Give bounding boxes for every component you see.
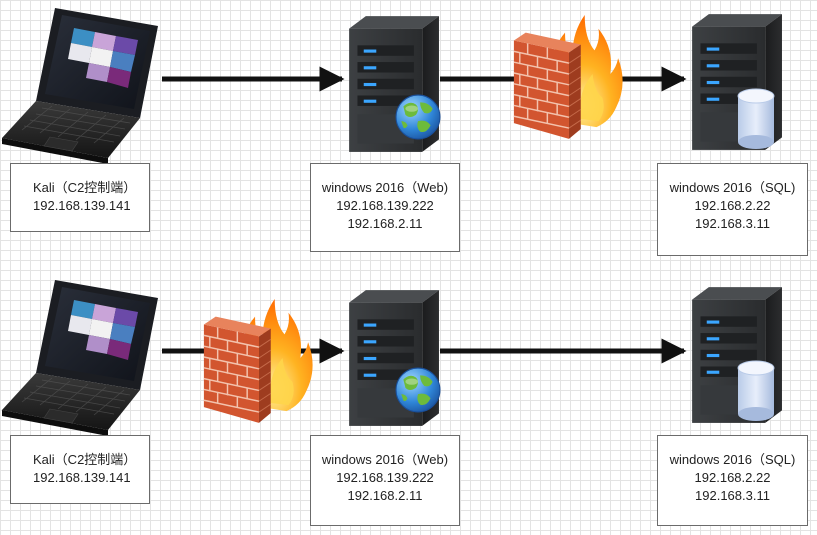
firewall-icon: [203, 298, 314, 424]
sql-server-label-bottom: windows 2016（SQL) 192.168.2.22 192.168.3…: [657, 435, 808, 526]
kali-ip: 192.168.139.141: [33, 470, 131, 485]
web-server-ip-2: 192.168.2.11: [347, 216, 423, 231]
kali-name: Kali（C2控制端）: [33, 452, 137, 467]
sql-server-ip-2: 192.168.3.11: [695, 216, 770, 231]
globe-icon: [395, 367, 441, 413]
web-server-ip-1: 192.168.139.222: [336, 470, 434, 485]
sql-server-ip-2: 192.168.3.11: [695, 488, 770, 503]
web-server-label-bottom: windows 2016（Web) 192.168.139.222 192.16…: [310, 435, 460, 526]
web-server-name: windows 2016（Web): [321, 180, 449, 195]
web-server-name: windows 2016（Web): [321, 452, 449, 467]
web-server-ip-2: 192.168.2.11: [347, 488, 423, 503]
kali-label-bottom: Kali（C2控制端） 192.168.139.141: [10, 435, 150, 504]
sql-server-ip-1: 192.168.2.22: [694, 470, 771, 485]
sql-server-label-top: windows 2016（SQL) 192.168.2.22 192.168.3…: [657, 163, 808, 256]
sql-server-name: windows 2016（SQL): [669, 452, 796, 467]
sql-server-ip-1: 192.168.2.22: [694, 198, 771, 213]
sql-server-name: windows 2016（SQL): [669, 180, 796, 195]
laptop-icon: [1, 279, 159, 437]
database-icon: [737, 360, 775, 422]
kali-label-top: Kali（C2控制端） 192.168.139.141: [10, 163, 150, 232]
kali-ip: 192.168.139.141: [33, 198, 131, 213]
kali-name: Kali（C2控制端）: [33, 180, 137, 195]
web-server-label-top: windows 2016（Web) 192.168.139.222 192.16…: [310, 163, 460, 252]
web-server-ip-1: 192.168.139.222: [336, 198, 434, 213]
